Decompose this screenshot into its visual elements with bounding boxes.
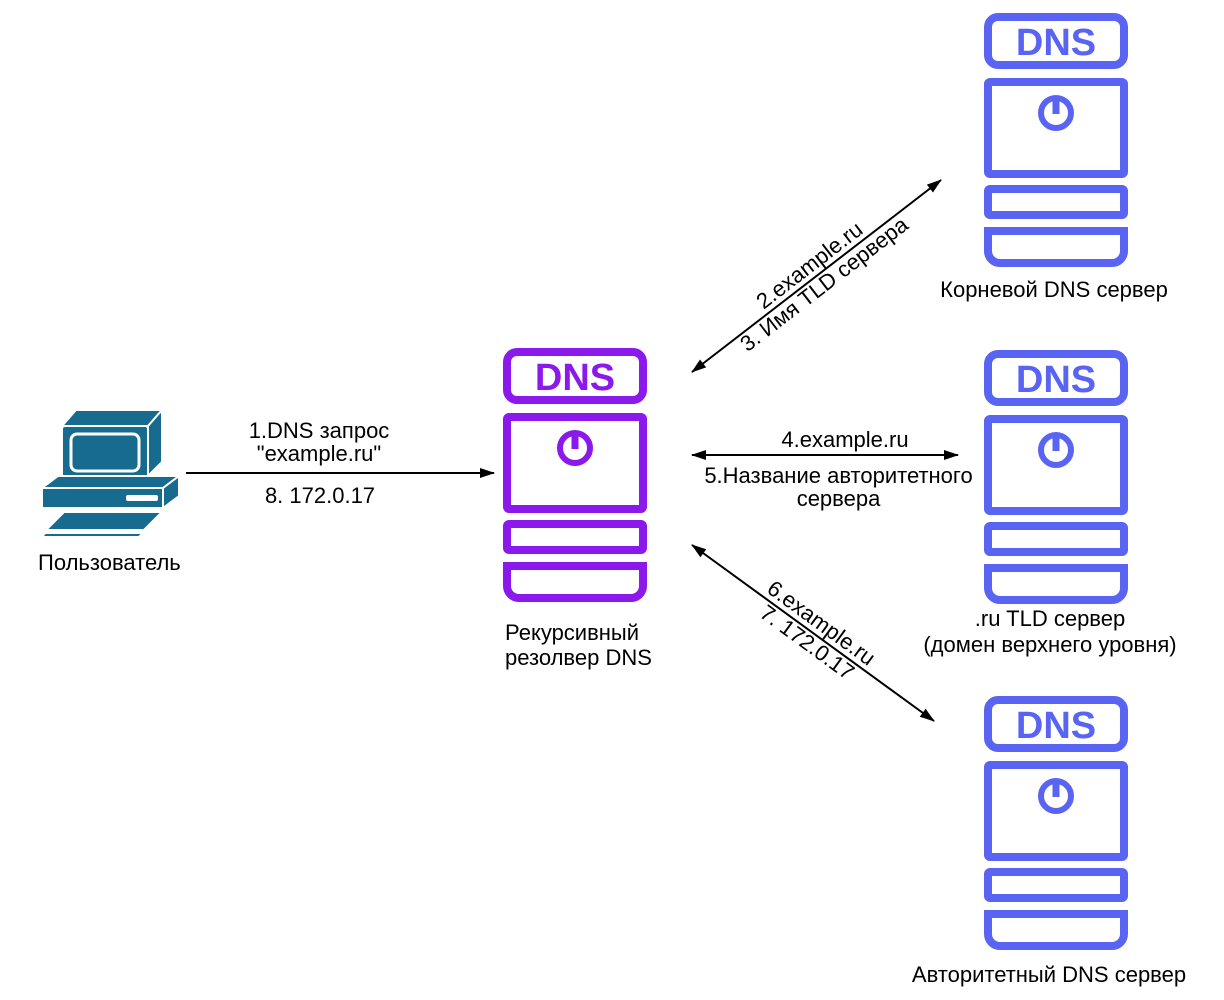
root-dns-label: Корневой DNS сервер — [940, 277, 1168, 302]
dns-badge: DNS — [1016, 22, 1096, 64]
power-icon — [1038, 95, 1074, 131]
drive-slot — [126, 495, 158, 501]
computer-icon — [39, 407, 182, 538]
edge1-response-label: 8. 172.0.17 — [264, 483, 376, 508]
power-icon — [557, 430, 593, 466]
resolver-node: DNS — [503, 348, 647, 604]
edge-resolver-auth — [691, 544, 935, 722]
user-node — [39, 406, 182, 542]
system-unit — [39, 474, 182, 510]
authoritative-node: DNS — [984, 696, 1128, 952]
root-dns-server-icon: DNS — [984, 13, 1128, 267]
root-dns-node: DNS — [984, 13, 1128, 269]
user-label: Пользователь — [38, 550, 181, 575]
power-icon — [1038, 778, 1074, 814]
power-icon — [1038, 432, 1074, 468]
recursive-resolver-icon: DNS — [503, 348, 647, 602]
keyboard — [40, 511, 165, 538]
dns-badge: DNS — [535, 357, 615, 399]
authoritative-server-icon: DNS — [984, 696, 1128, 950]
resolver-label: Рекурсивный резолвер DNS — [505, 620, 652, 670]
monitor — [59, 407, 165, 481]
edge1-request-label: 1.DNS запрос "example.ru" — [248, 418, 390, 466]
edge3-request-label: 4.example.ru — [781, 427, 909, 452]
screen — [69, 432, 141, 473]
tld-label: .ru TLD сервер (домен верхнего уровня) — [923, 606, 1177, 657]
dns-badge: DNS — [1016, 705, 1096, 747]
edge-resolver-root — [691, 179, 942, 373]
edge3-response-label: 5.Название авторитетного сервера — [704, 463, 973, 511]
authoritative-label: Авторитетный DNS сервер — [911, 962, 1187, 987]
tld-node: DNS — [984, 350, 1128, 606]
dns-badge: DNS — [1016, 359, 1096, 401]
tld-server-icon: DNS — [984, 350, 1128, 604]
